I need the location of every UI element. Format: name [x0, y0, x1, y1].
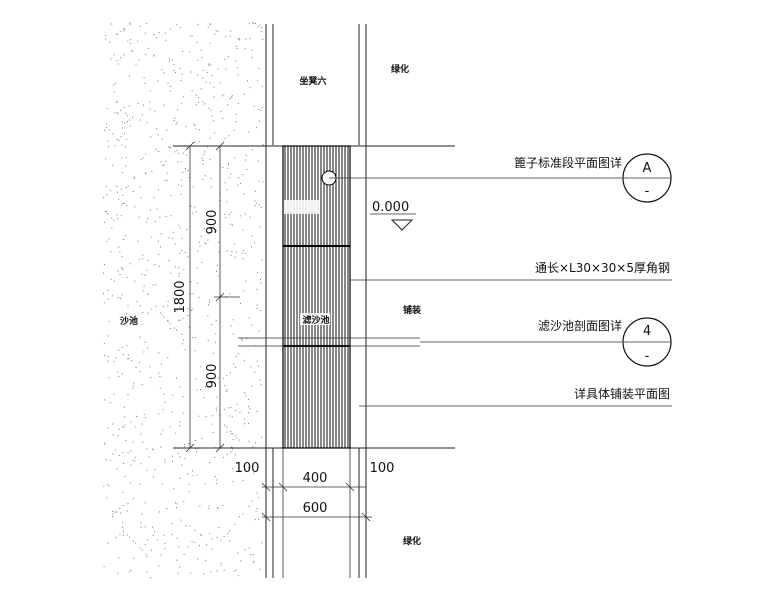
callout-grate-standard-plan: 篦子标准段平面图详 [514, 155, 622, 170]
label-paving: 铺装 [403, 304, 422, 316]
elevation-label: 0.000 [372, 200, 409, 215]
label-sand-pool: 沙池 [120, 315, 138, 327]
label-green-bottom: 绿化 [403, 535, 421, 547]
leader-lines [329, 177, 672, 407]
grate-markers [284, 170, 337, 325]
dim-outer-width: 600 [303, 501, 328, 516]
elevation-marker: 0.000 [370, 200, 416, 231]
section-cut-lines [238, 337, 420, 347]
dim-lower-half: 900 [205, 364, 220, 389]
bubble-4-bottom: - [645, 349, 650, 364]
bubble-a-bottom: - [645, 184, 650, 199]
callout-bubble-4: 4 - [622, 317, 672, 367]
sand-stipple-texture [103, 22, 264, 579]
horizontal-dimensions [261, 482, 372, 522]
label-seat: 坐凳六 [299, 75, 326, 87]
channel-walls [265, 24, 367, 578]
bubble-4-top: 4 [643, 324, 651, 339]
dim-right-margin: 100 [370, 461, 395, 476]
vertical-dimensions [185, 141, 240, 453]
grate-hatch [284, 146, 349, 448]
dim-inner-width: 400 [303, 471, 328, 486]
bubble-a-top: A [643, 161, 652, 176]
callout-filter-section: 滤沙池剖面图详 [538, 318, 622, 333]
label-green-top: 绿化 [391, 63, 409, 75]
callout-paving-plan: 详具体铺装平面图 [574, 386, 670, 401]
dim-total-height: 1800 [173, 280, 188, 313]
grate-frame [282, 145, 351, 449]
dim-left-margin: 100 [235, 461, 260, 476]
dim-upper-half: 900 [205, 210, 220, 235]
callout-angle-steel: 通长×L30×30×5厚角钢 [535, 261, 670, 275]
label-filter-pool: 滤沙池 [302, 314, 329, 326]
callout-bubble-a: A - [622, 153, 672, 203]
